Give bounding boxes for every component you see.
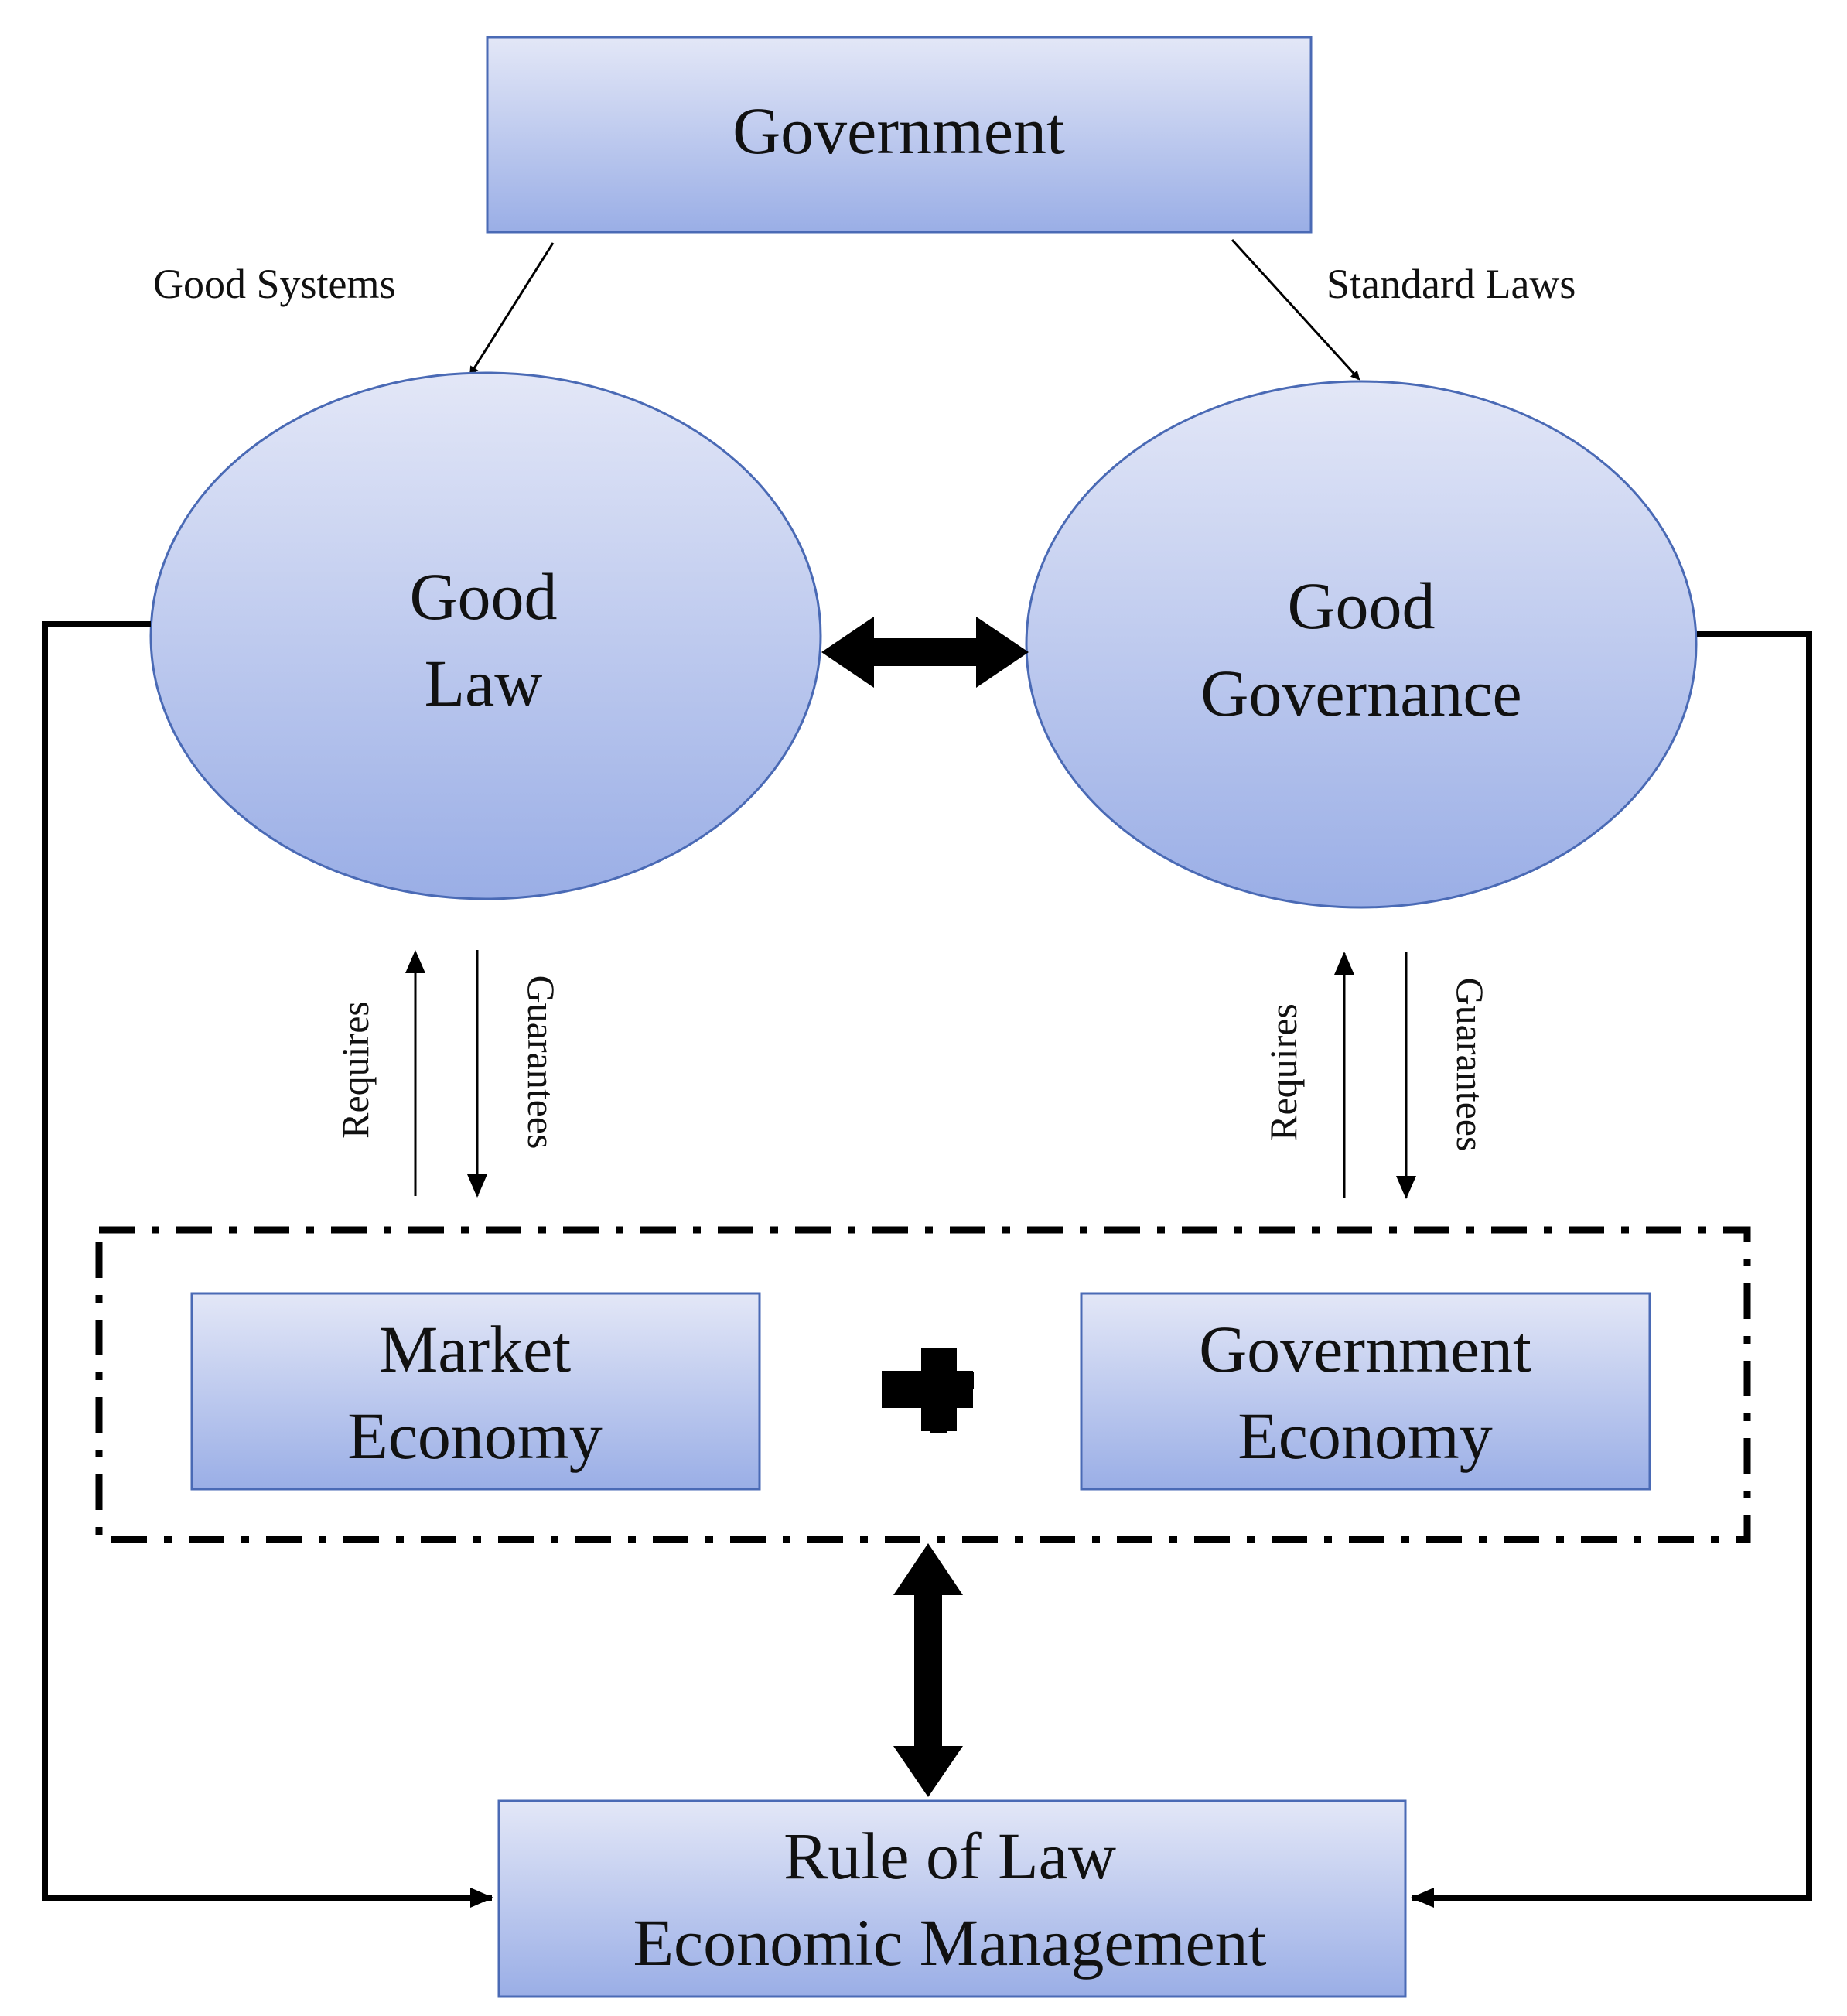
good-systems-label: Good Systems: [153, 261, 396, 307]
government-economy-node: Government Economy: [1080, 1292, 1651, 1491]
arrow-government-to-good-governance: [1231, 238, 1360, 381]
arrow-government-to-good-law: [469, 242, 555, 376]
left-requires-label: Requires: [333, 1001, 377, 1139]
government-economy-label-line1: Government: [1199, 1312, 1531, 1386]
market-economy-node: Market Economy: [190, 1292, 761, 1491]
rule-of-law-label-line2: Economic Management: [633, 1905, 1266, 1980]
good-governance-label-line1: Good: [1287, 569, 1435, 643]
loop-good-law-to-rule-of-law: [42, 621, 493, 1908]
economy-group-container: [95, 1226, 1751, 1543]
loop-good-governance-to-rule-of-law: [1411, 631, 1812, 1908]
rule-of-law-label-line1: Rule of Law: [784, 1819, 1116, 1893]
right-requires-label: Requires: [1261, 1003, 1305, 1141]
good-governance-node: Good Governance: [1025, 380, 1698, 909]
government-node: Government: [486, 36, 1313, 234]
left-guarantees-label: Guarantees: [520, 976, 563, 1150]
government-economy-label-line2: Economy: [1238, 1399, 1493, 1473]
good-law-label-line1: Good: [409, 559, 557, 634]
market-economy-label-line1: Market: [379, 1312, 571, 1386]
good-governance-label-line2: Governance: [1200, 656, 1521, 730]
right-guarantees-label: Guarantees: [1449, 978, 1492, 1152]
double-arrow-law-governance: [821, 617, 1029, 688]
government-label: Government: [732, 94, 1065, 168]
double-arrow-economy-rule-of-law: [893, 1543, 963, 1797]
good-law-node: Good Law: [149, 371, 822, 900]
plus-icon-horizontal: [882, 1371, 973, 1408]
market-economy-label-line2: Economy: [347, 1399, 603, 1473]
good-law-label-line2: Law: [425, 646, 543, 720]
standard-laws-label: Standard Laws: [1326, 261, 1576, 307]
rule-of-law-node: Rule of Law Economic Management: [497, 1799, 1407, 1998]
